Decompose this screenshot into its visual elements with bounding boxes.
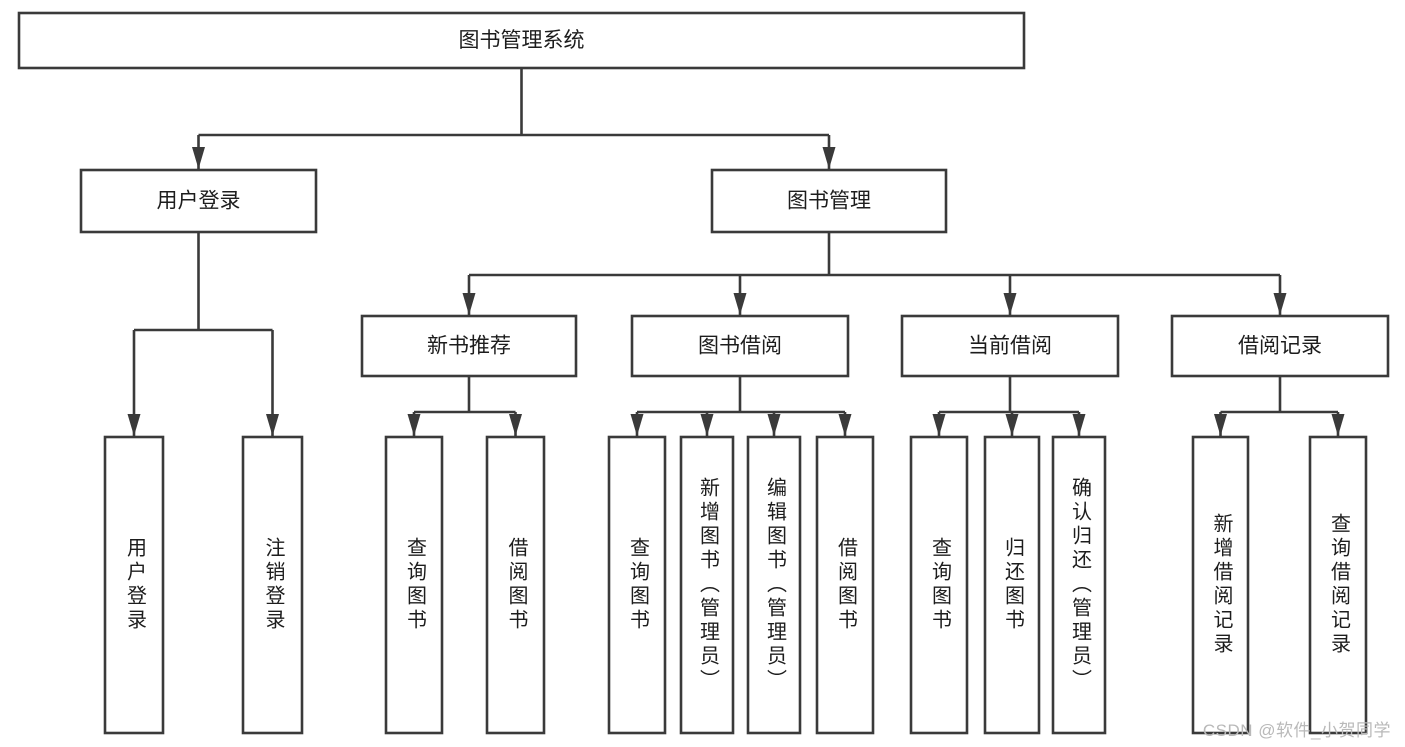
arrow-head-icon <box>1331 414 1345 436</box>
watermark-text: CSDN @软件_小贺同学 <box>1202 721 1391 740</box>
arrow-head-icon <box>192 147 205 169</box>
arrow-head-icon <box>266 414 279 436</box>
arrow-head-icon <box>838 414 852 436</box>
leaf-leaf-rec-query-book[interactable] <box>384 435 444 735</box>
arrow-head-icon <box>822 147 836 169</box>
arrow-head-icon <box>630 414 644 436</box>
leaf-leaf-logout[interactable] <box>241 435 304 735</box>
arrow-head-icon <box>733 293 747 315</box>
node-label-borrow-record: 借阅记录 <box>1238 335 1322 358</box>
node-new-book-recommend[interactable] <box>360 314 578 378</box>
leaf-leaf-bb-borrow-book[interactable] <box>815 435 875 735</box>
leaf-leaf-bb-edit-book[interactable] <box>746 435 802 735</box>
connector-lines <box>127 68 1345 436</box>
leaf-leaf-bb-add-book[interactable] <box>679 435 735 735</box>
arrow-head-icon <box>1003 293 1017 315</box>
arrow-head-icon <box>767 414 781 436</box>
node-book-borrow[interactable] <box>630 314 850 378</box>
arrow-head-icon <box>127 414 141 436</box>
arrow-head-icon <box>932 414 946 436</box>
leaf-leaf-rec-borrow-book[interactable] <box>485 435 546 735</box>
node-book-management[interactable] <box>710 168 948 234</box>
leaf-leaf-cb-query-book[interactable] <box>909 435 969 735</box>
arrow-head-icon <box>700 414 714 436</box>
arrow-head-icon <box>1072 414 1086 436</box>
node-label-book-management: 图书管理 <box>787 190 871 213</box>
node-current-borrow[interactable] <box>900 314 1120 378</box>
node-label-book-borrow: 图书借阅 <box>698 335 782 358</box>
leaf-leaf-br-query-record[interactable] <box>1308 435 1368 735</box>
node-label-user-login: 用户登录 <box>157 190 241 213</box>
node-root-root[interactable] <box>17 11 1026 70</box>
arrow-head-icon <box>462 293 476 315</box>
arrow-head-icon <box>509 414 522 436</box>
leaf-leaf-cb-return-book[interactable] <box>983 435 1041 735</box>
node-borrow-record[interactable] <box>1170 314 1390 378</box>
arrow-head-icon <box>1214 414 1227 436</box>
node-label-new-book-recommend: 新书推荐 <box>427 335 511 358</box>
arrow-head-icon <box>1005 414 1019 436</box>
leaf-leaf-cb-confirm-return[interactable] <box>1051 435 1107 735</box>
leaf-leaf-br-add-record[interactable] <box>1191 435 1250 735</box>
leaf-leaf-user-login[interactable] <box>103 435 165 735</box>
arrow-head-icon <box>1273 293 1287 315</box>
arrow-head-icon <box>407 414 421 436</box>
leaf-leaf-bb-query-book[interactable] <box>607 435 667 735</box>
node-label-current-borrow: 当前借阅 <box>968 335 1052 358</box>
node-user-login[interactable] <box>79 168 318 234</box>
node-boxes <box>17 11 1390 735</box>
node-label-root: 图书管理系统 <box>459 29 585 52</box>
